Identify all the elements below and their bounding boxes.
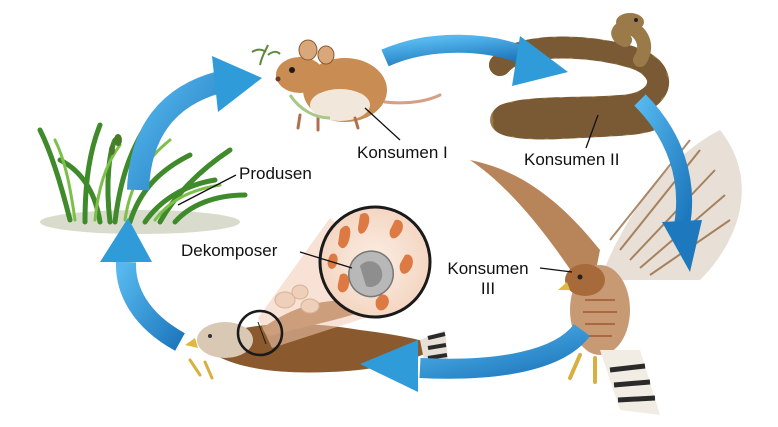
arrow-konsumen-3-to-dekomposer: [360, 323, 591, 392]
konsumen-2-pointer: [585, 114, 599, 149]
label-produsen: Produsen: [239, 164, 312, 183]
label-konsumen-3-line2: III: [480, 279, 496, 298]
label-dekomposer: Dekomposer: [181, 241, 278, 260]
dekomposer-pointer: [299, 251, 353, 269]
magnifier-icon: [236, 205, 432, 357]
konsumen-3-pointer: [539, 267, 573, 273]
produsen-pointer: [177, 174, 237, 206]
label-konsumen-3: Konsumen III: [440, 259, 536, 299]
snake-icon: [489, 13, 670, 140]
label-konsumen-3-line1: Konsumen: [447, 259, 529, 278]
konsumen-1-pointer: [364, 107, 401, 141]
label-konsumen-1: Konsumen I: [357, 143, 448, 162]
label-konsumen-2: Konsumen II: [524, 150, 620, 169]
arrow-dekomposer-to-produsen: [100, 218, 186, 351]
arrow-produsen-to-konsumen-1: [127, 56, 262, 191]
arrow-konsumen-1-to-konsumen-2: [381, 34, 568, 86]
arrow-konsumen-2-to-konsumen-3: [634, 94, 702, 272]
mouse-icon: [251, 39, 442, 132]
